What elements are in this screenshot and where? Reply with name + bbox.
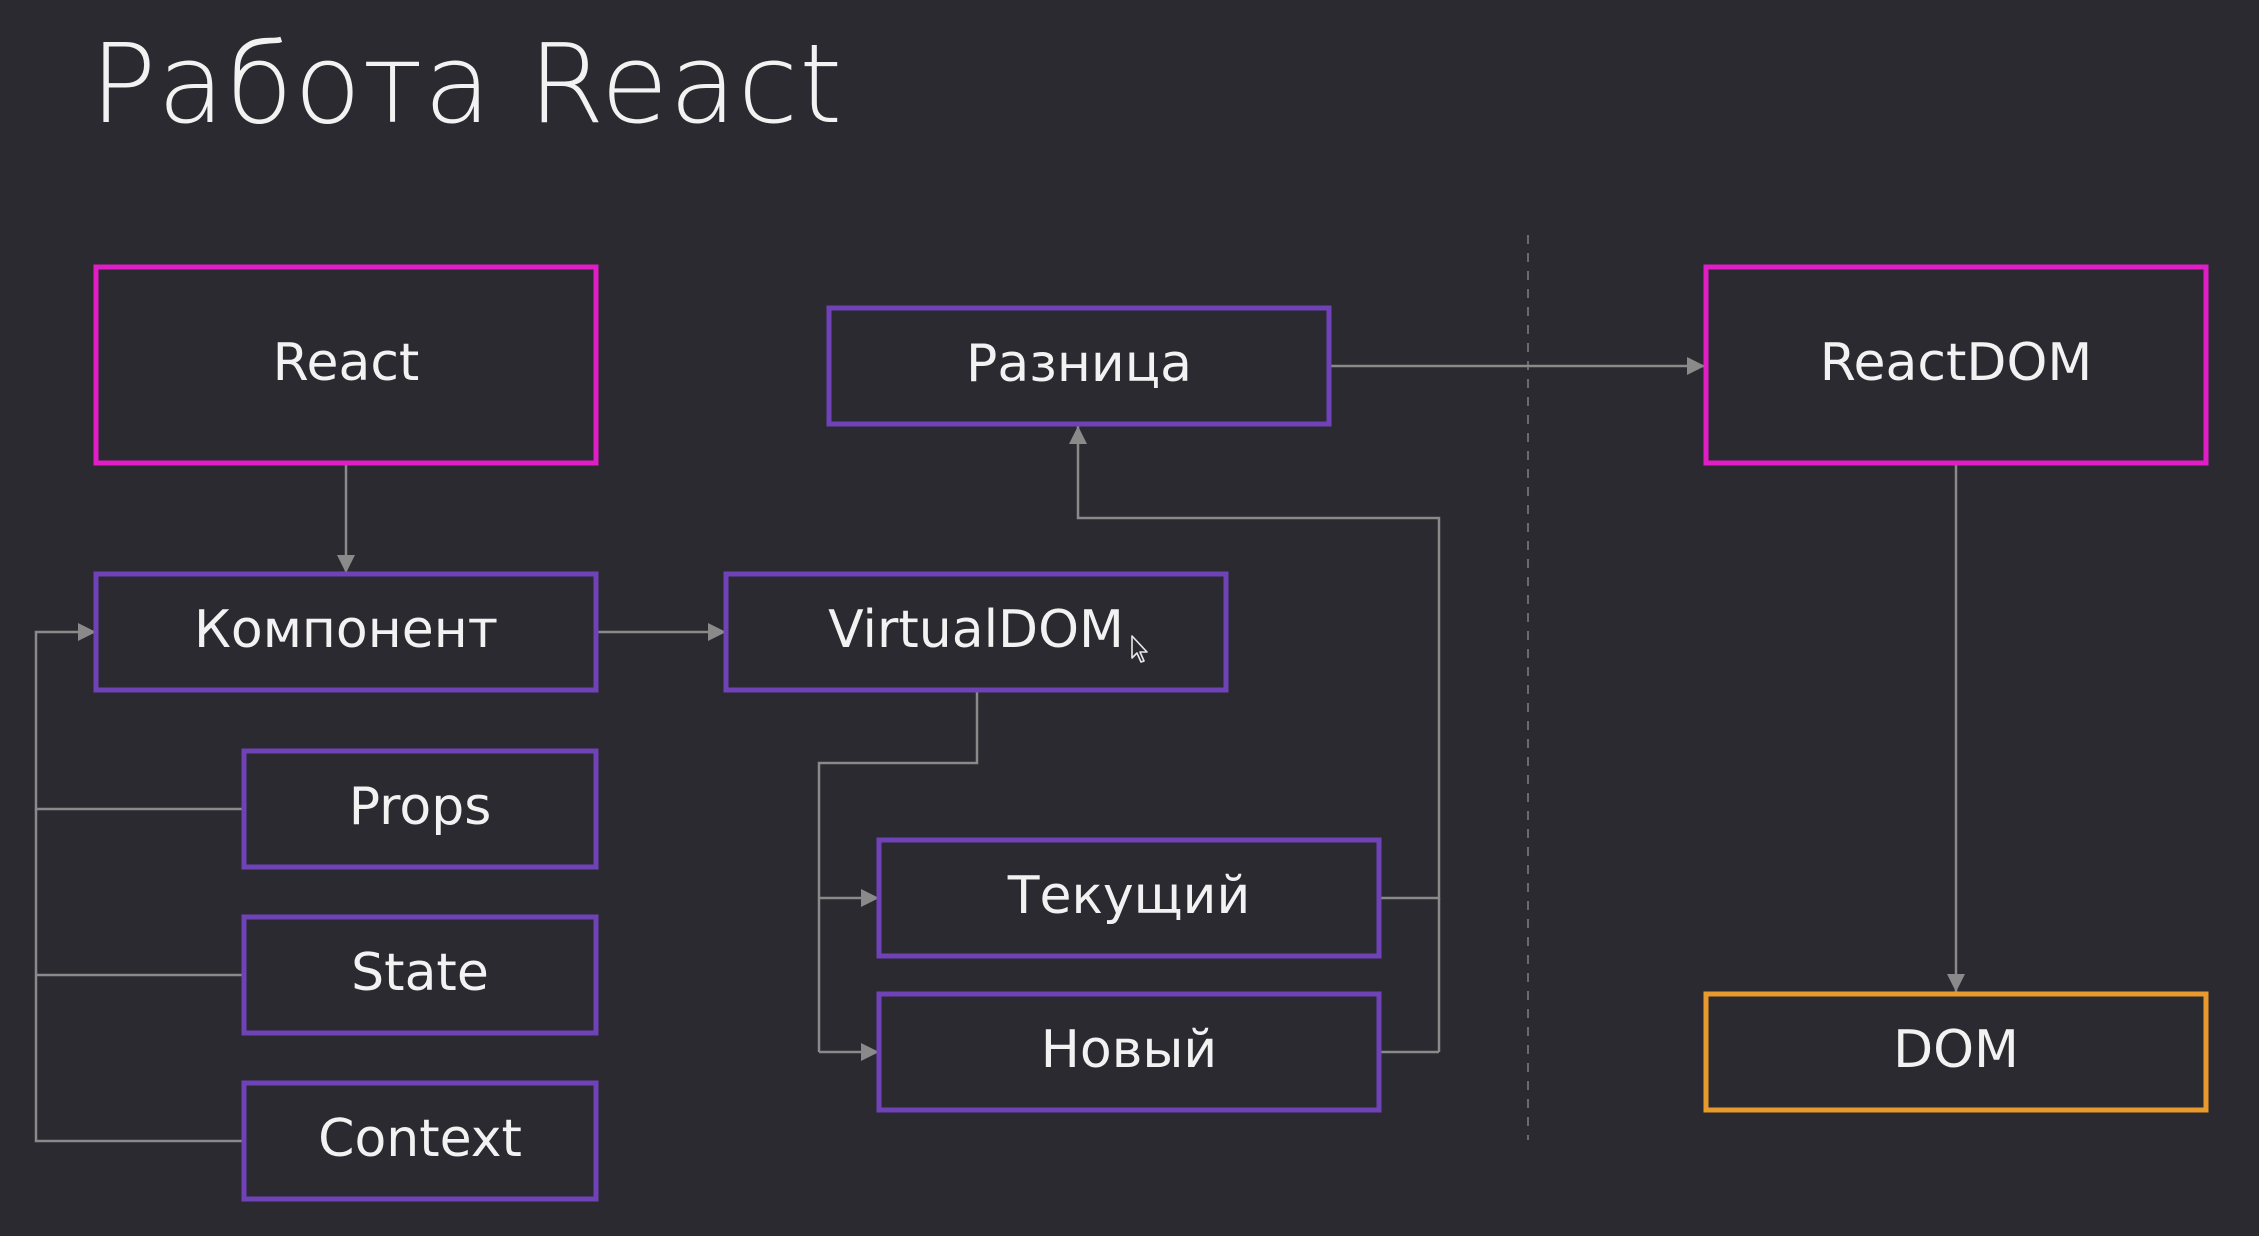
- node-current-label: Текущий: [1007, 866, 1251, 926]
- node-virtualdom-label: VirtualDOM: [828, 600, 1124, 660]
- node-props-label: Props: [349, 777, 492, 837]
- connector-current-diff: [1069, 426, 1441, 900]
- node-context-label: Context: [318, 1109, 522, 1169]
- node-new-label: Новый: [1041, 1020, 1217, 1080]
- node-state: State: [241, 914, 599, 1036]
- node-component: Компонент: [93, 571, 599, 693]
- node-dom-label: DOM: [1893, 1020, 2019, 1080]
- node-react: React: [93, 264, 599, 466]
- node-reactdom: ReactDOM: [1703, 264, 2209, 466]
- node-diff-label: Разница: [966, 334, 1192, 394]
- mouse-cursor-icon: [1131, 635, 1148, 663]
- node-virtualdom: VirtualDOM: [723, 571, 1229, 693]
- node-component-label: Компонент: [194, 600, 498, 660]
- node-new: Новый: [876, 991, 1382, 1113]
- node-dom: DOM: [1703, 991, 2209, 1113]
- node-diff: Разница: [826, 305, 1332, 427]
- connector-context: [34, 809, 244, 1143]
- slide-title: Работа React: [90, 20, 844, 148]
- connector-props-component: [34, 623, 244, 811]
- connector-virtualdom-split: [817, 692, 979, 1052]
- node-reactdom-label: ReactDOM: [1820, 333, 2092, 393]
- node-current: Текущий: [876, 837, 1382, 959]
- node-react-label: React: [273, 333, 420, 393]
- node-state-label: State: [351, 943, 489, 1003]
- connectors: [34, 357, 1965, 1143]
- node-props: Props: [241, 748, 599, 870]
- node-context: Context: [241, 1080, 599, 1202]
